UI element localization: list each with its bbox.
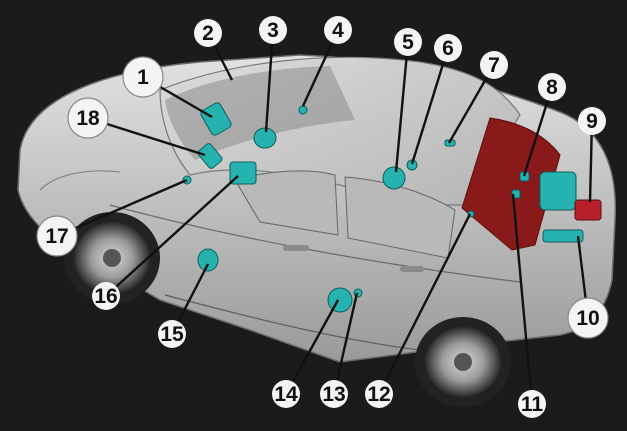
callout-number-6: 6 bbox=[442, 37, 454, 60]
callout-5: 5 bbox=[394, 28, 422, 56]
callout-4: 4 bbox=[324, 16, 352, 44]
callout-number-10: 10 bbox=[576, 307, 599, 330]
callout-badge-5 bbox=[394, 28, 422, 56]
callout-badge-17 bbox=[36, 215, 78, 257]
callout-line-16 bbox=[105, 175, 239, 297]
callout-number-16: 16 bbox=[94, 285, 117, 308]
callout-line-17 bbox=[56, 178, 188, 238]
callout-badge-4 bbox=[324, 16, 352, 44]
callout-number-12: 12 bbox=[367, 383, 390, 406]
callout-17: 17 bbox=[36, 215, 78, 257]
callout-number-18: 18 bbox=[76, 107, 100, 130]
callout-7: 7 bbox=[480, 51, 508, 79]
callout-number-5: 5 bbox=[402, 31, 414, 54]
callout-14: 14 bbox=[272, 380, 300, 408]
callout-badge-8 bbox=[538, 73, 566, 101]
callout-number-14: 14 bbox=[274, 383, 298, 406]
sunroof-glass bbox=[165, 66, 355, 160]
callout-line-7 bbox=[447, 64, 496, 144]
callout-10: 10 bbox=[567, 297, 609, 339]
callout-badge-3 bbox=[259, 16, 287, 44]
callout-badge-11 bbox=[518, 390, 546, 418]
callout-15: 15 bbox=[158, 320, 186, 348]
callout-18: 18 bbox=[67, 97, 109, 139]
callout-number-15: 15 bbox=[160, 323, 184, 346]
callout-line-5 bbox=[394, 41, 410, 173]
callout-number-3: 3 bbox=[267, 19, 279, 42]
callout-2: 2 bbox=[194, 19, 222, 47]
callout-3: 3 bbox=[259, 16, 287, 44]
callout-line-12 bbox=[377, 213, 472, 395]
callout-number-2: 2 bbox=[202, 22, 214, 45]
callout-line-13 bbox=[332, 292, 359, 395]
callout-badge-13 bbox=[320, 380, 348, 408]
callout-badge-14 bbox=[272, 380, 300, 408]
side-window-rear bbox=[344, 176, 456, 259]
callout-11: 11 bbox=[518, 390, 546, 418]
callout-line-6 bbox=[410, 47, 450, 165]
callout-13: 13 bbox=[320, 380, 348, 408]
callout-number-9: 9 bbox=[586, 110, 598, 133]
callout-16: 16 bbox=[92, 282, 120, 310]
callout-line-3 bbox=[264, 29, 275, 133]
callout-badge-6 bbox=[434, 34, 462, 62]
callout-badge-16 bbox=[92, 282, 120, 310]
callout-1: 1 bbox=[122, 56, 164, 98]
callout-number-13: 13 bbox=[322, 383, 345, 406]
callout-badge-1 bbox=[122, 56, 164, 98]
callout-badge-18 bbox=[67, 97, 109, 139]
callout-line-8 bbox=[522, 86, 554, 177]
callout-number-7: 7 bbox=[488, 54, 500, 77]
callout-badge-12 bbox=[365, 380, 393, 408]
callout-number-8: 8 bbox=[546, 76, 558, 99]
rear-window-highlight bbox=[461, 117, 561, 251]
rear-module-red bbox=[574, 199, 602, 221]
callout-number-11: 11 bbox=[521, 393, 544, 416]
callout-line-14 bbox=[284, 299, 340, 395]
callout-9: 9 bbox=[578, 107, 606, 135]
callout-8: 8 bbox=[538, 73, 566, 101]
callout-line-11 bbox=[511, 193, 534, 405]
callout-badge-10 bbox=[567, 297, 609, 339]
callout-number-17: 17 bbox=[45, 225, 68, 248]
callout-badge-9 bbox=[578, 107, 606, 135]
callout-badge-15 bbox=[158, 320, 186, 348]
rear-wheel bbox=[415, 317, 511, 407]
callout-6: 6 bbox=[434, 34, 462, 62]
front-wheel bbox=[64, 212, 160, 304]
callout-number-4: 4 bbox=[332, 19, 344, 42]
callout-badge-7 bbox=[480, 51, 508, 79]
callout-12: 12 bbox=[365, 380, 393, 408]
callout-badge-2 bbox=[194, 19, 222, 47]
callout-number-1: 1 bbox=[137, 66, 149, 89]
